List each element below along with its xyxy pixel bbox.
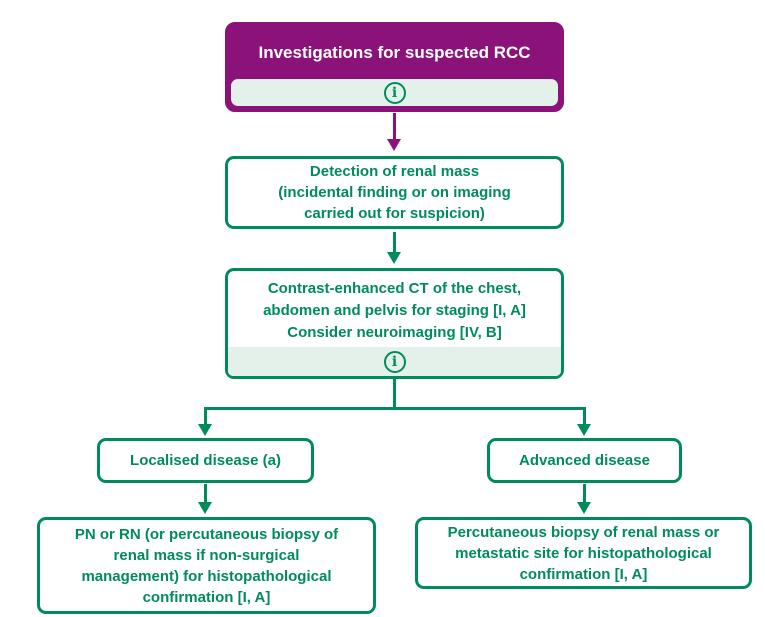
connector-localised-pn-line xyxy=(204,484,207,503)
info-icon-glyph: i xyxy=(391,353,398,370)
node-percutaneous-biopsy: Percutaneous biopsy of renal mass or met… xyxy=(415,517,752,589)
connector-header-detection-line xyxy=(393,113,396,140)
header-info-strip: i xyxy=(231,79,558,106)
connector-localised-pn-arrowhead xyxy=(198,502,212,514)
connector-detection-ct-arrowhead xyxy=(387,252,401,264)
node-localised-disease: Localised disease (a) xyxy=(97,438,314,483)
info-icon-glyph: i xyxy=(391,84,398,101)
node-percutaneous-biopsy-text: Percutaneous biopsy of renal mass or met… xyxy=(447,523,720,583)
connector-detection-ct-line xyxy=(393,232,396,253)
node-ct-staging-text: Contrast-enhanced CT of the chest, abdom… xyxy=(263,280,526,341)
node-detection-text: Detection of renal mass (incidental find… xyxy=(278,163,511,222)
node-pn-rn-text: PN or RN (or percutaneous biopsy of rena… xyxy=(74,525,339,606)
branch-right-arrowhead xyxy=(577,424,591,436)
node-header: Investigations for suspected RCC i xyxy=(225,22,564,112)
node-advanced-disease-text: Advanced disease xyxy=(519,452,650,469)
header-title: Investigations for suspected RCC xyxy=(258,43,531,62)
node-ct-staging: Contrast-enhanced CT of the chest, abdom… xyxy=(225,268,564,379)
node-advanced-disease: Advanced disease xyxy=(487,438,682,483)
branch-horizontal-line xyxy=(204,407,586,410)
branch-stem-line xyxy=(393,379,396,410)
node-pn-rn: PN or RN (or percutaneous biopsy of rena… xyxy=(37,517,376,614)
connector-advanced-biopsy-arrowhead xyxy=(577,502,591,514)
info-icon[interactable]: i xyxy=(383,350,406,373)
ct-info-strip: i xyxy=(228,347,561,376)
connector-header-detection-arrowhead xyxy=(387,139,401,151)
branch-right-line xyxy=(583,407,586,425)
node-detection: Detection of renal mass (incidental find… xyxy=(225,156,564,229)
node-localised-disease-text: Localised disease (a) xyxy=(130,452,281,469)
branch-left-arrowhead xyxy=(198,424,212,436)
info-icon[interactable]: i xyxy=(383,81,406,104)
connector-advanced-biopsy-line xyxy=(583,484,586,503)
branch-left-line xyxy=(204,407,207,425)
